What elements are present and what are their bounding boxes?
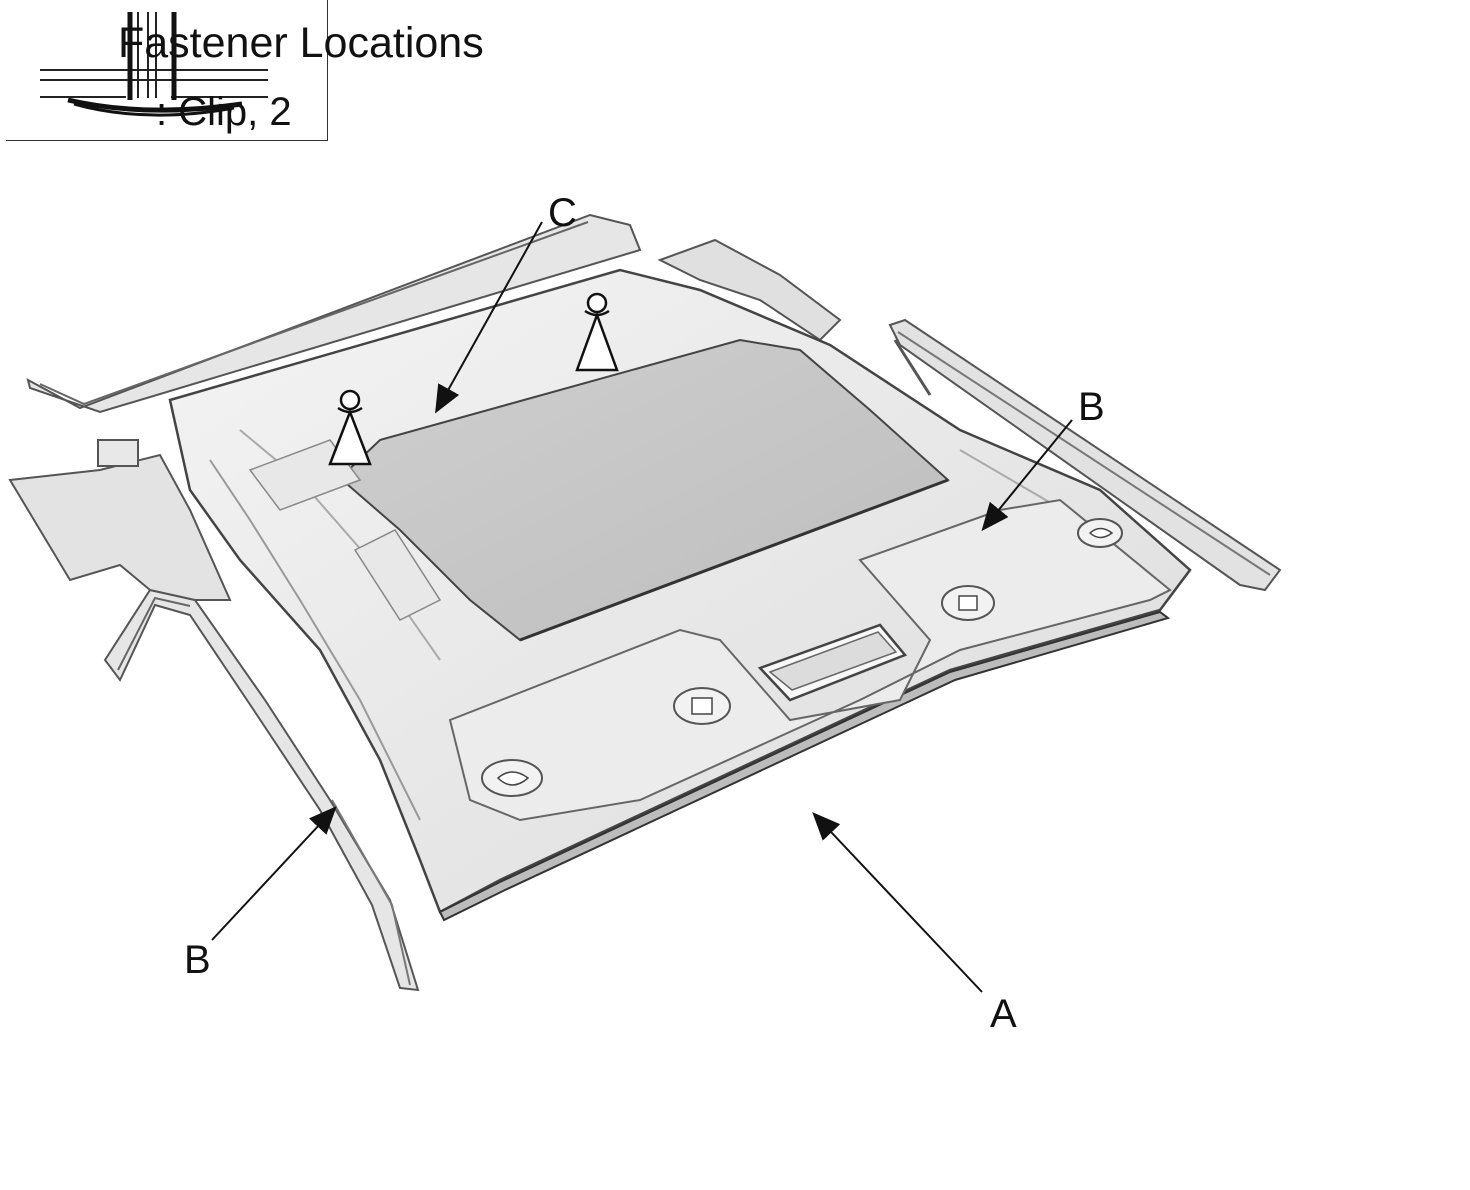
callout-c: C <box>548 191 577 235</box>
fastener-legend: Fastener Locations : Clip, 2 <box>6 0 484 141</box>
headliner-panel <box>168 268 1192 922</box>
clip-fastener-icon <box>575 292 619 372</box>
front-weatherstrip <box>26 213 642 414</box>
right-weatherstrip <box>888 318 1282 592</box>
clip-section-icon <box>40 12 268 117</box>
callout-b-right: B <box>1078 385 1105 429</box>
left-weatherstrip <box>103 588 420 992</box>
leader-arrow-b-right <box>981 419 1073 532</box>
callout-b-left: B <box>184 938 211 982</box>
leader-arrow-c <box>435 221 543 414</box>
leader-arrow-a <box>812 812 983 993</box>
right-pillar-trim <box>657 238 842 342</box>
left-pillar-trim <box>8 439 232 601</box>
legend-item-clip: : Clip, 2 <box>156 90 292 134</box>
callout-a: A <box>990 992 1017 1036</box>
clip-fastener-icon <box>328 389 372 466</box>
leader-arrow-b-left <box>211 806 337 941</box>
legend-title: Fastener Locations <box>118 19 484 67</box>
